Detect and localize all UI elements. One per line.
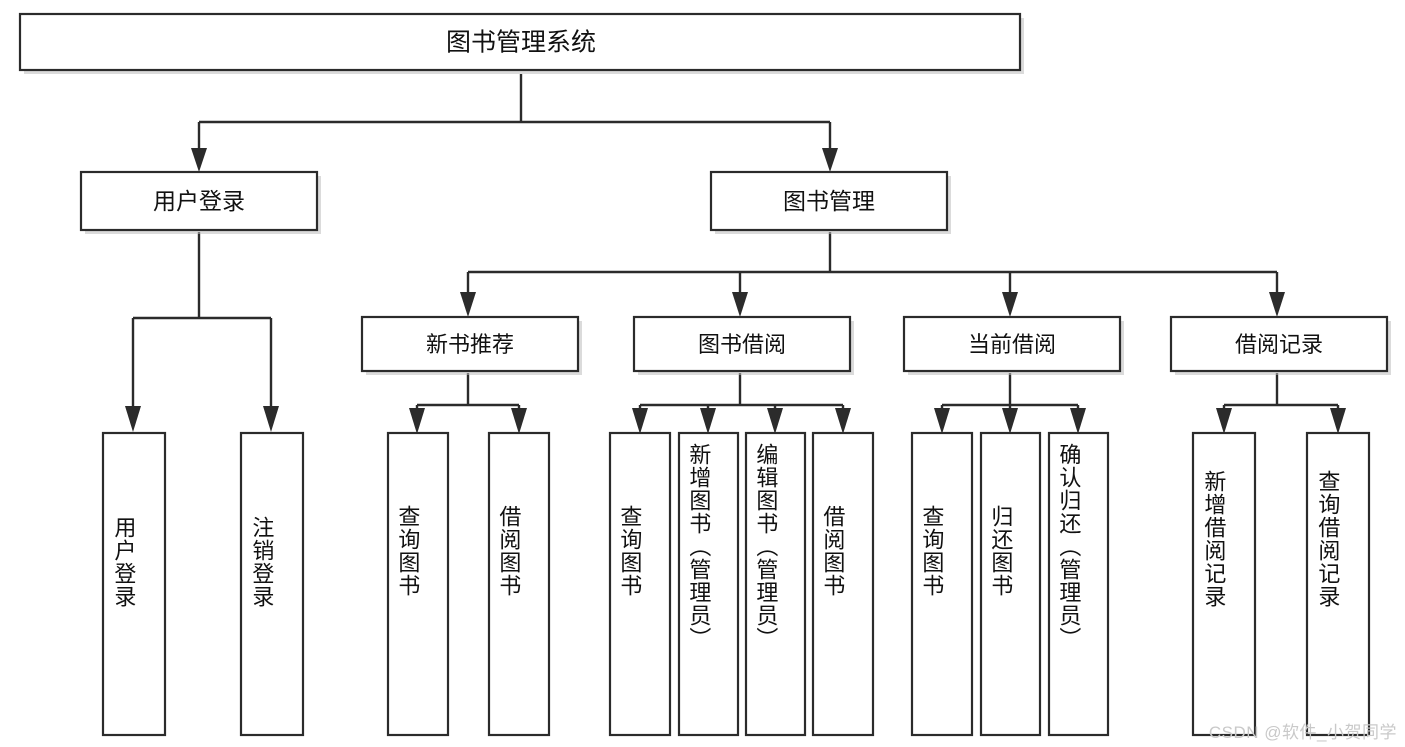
- node-book-borrow-label: 图书借阅: [698, 332, 786, 357]
- node-root[interactable]: 图书管理系统: [18, 12, 1024, 74]
- arrowhead-leaf-newbook-1: [409, 408, 425, 434]
- node-new-book-recommend-label: 新书推荐: [426, 332, 514, 357]
- arrowhead-currentborrow: [1002, 292, 1018, 317]
- leaf-box-currentborrow-3[interactable]: [1047, 431, 1110, 737]
- node-borrow-record[interactable]: 借阅记录: [1169, 315, 1391, 375]
- leaf-box-borrowrecord-2[interactable]: [1305, 431, 1371, 737]
- leaf-box-bookborrow-3[interactable]: [744, 431, 807, 737]
- node-book-borrow[interactable]: 图书借阅: [632, 315, 854, 375]
- node-user-login-box[interactable]: [79, 170, 319, 232]
- arrowhead-leaf-newbook-2: [511, 408, 527, 434]
- connectors-layer: [125, 74, 1346, 434]
- node-root-box[interactable]: [18, 12, 1022, 72]
- arrowhead-leaf-bookborrow-4: [835, 408, 851, 434]
- arrowhead-leaf-borrowrecord-1: [1216, 408, 1232, 434]
- node-book-management-box[interactable]: [709, 170, 949, 232]
- node-root-label: 图书管理系统: [446, 29, 596, 57]
- leaf-box-bookborrow-1[interactable]: [608, 431, 672, 737]
- arrowhead-leaf-borrowrecord-2: [1330, 408, 1346, 434]
- leaf-box-currentborrow-2[interactable]: [979, 431, 1042, 737]
- node-book-management-label: 图书管理: [783, 188, 875, 214]
- arrowhead-leaf-user-login-2: [263, 406, 279, 432]
- node-user-login-label: 用户登录: [153, 188, 245, 214]
- node-new-book-recommend[interactable]: 新书推荐: [360, 315, 582, 375]
- node-book-borrow-box[interactable]: [632, 315, 852, 373]
- leaf-box-bookborrow-2[interactable]: [677, 431, 740, 737]
- leaf-box-newbook-2[interactable]: [487, 431, 551, 737]
- node-book-management[interactable]: 图书管理: [709, 170, 951, 234]
- leaf-box-borrowrecord-1[interactable]: [1191, 431, 1257, 737]
- arrowhead-bookmgmt: [822, 148, 838, 172]
- node-new-book-recommend-box[interactable]: [360, 315, 580, 373]
- arrowhead-borrowrecord: [1269, 292, 1285, 317]
- arrowhead-newbook: [460, 292, 476, 317]
- arrowhead-leaf-currentborrow-3: [1070, 408, 1086, 434]
- node-borrow-record-box[interactable]: [1169, 315, 1389, 373]
- leaf-box-bookborrow-4[interactable]: [811, 431, 875, 737]
- arrowhead-leaf-user-login-1: [125, 406, 141, 432]
- leaf-box-user-login-2[interactable]: [239, 431, 305, 737]
- arrowhead-leaf-bookborrow-1: [632, 408, 648, 434]
- arrowhead-userlogin: [191, 148, 207, 172]
- leaf-box-user-login-1[interactable]: [101, 431, 167, 737]
- arrowhead-leaf-currentborrow-1: [934, 408, 950, 434]
- node-borrow-record-label: 借阅记录: [1235, 332, 1323, 357]
- arrowhead-leaf-currentborrow-2: [1002, 408, 1018, 434]
- watermark-text: CSDN @软件_小贺同学: [1208, 723, 1397, 742]
- arrowhead-leaf-bookborrow-2: [700, 408, 716, 434]
- node-current-borrow[interactable]: 当前借阅: [902, 315, 1124, 375]
- arrowhead-leaf-bookborrow-3: [767, 408, 783, 434]
- node-current-borrow-label: 当前借阅: [968, 332, 1056, 357]
- leaf-box-currentborrow-1[interactable]: [910, 431, 974, 737]
- arrowhead-bookborrow: [732, 292, 748, 317]
- leaf-box-newbook-1[interactable]: [386, 431, 450, 737]
- node-current-borrow-box[interactable]: [902, 315, 1122, 373]
- node-user-login[interactable]: 用户登录: [79, 170, 321, 234]
- leaf-boxes-layer: [101, 431, 1371, 737]
